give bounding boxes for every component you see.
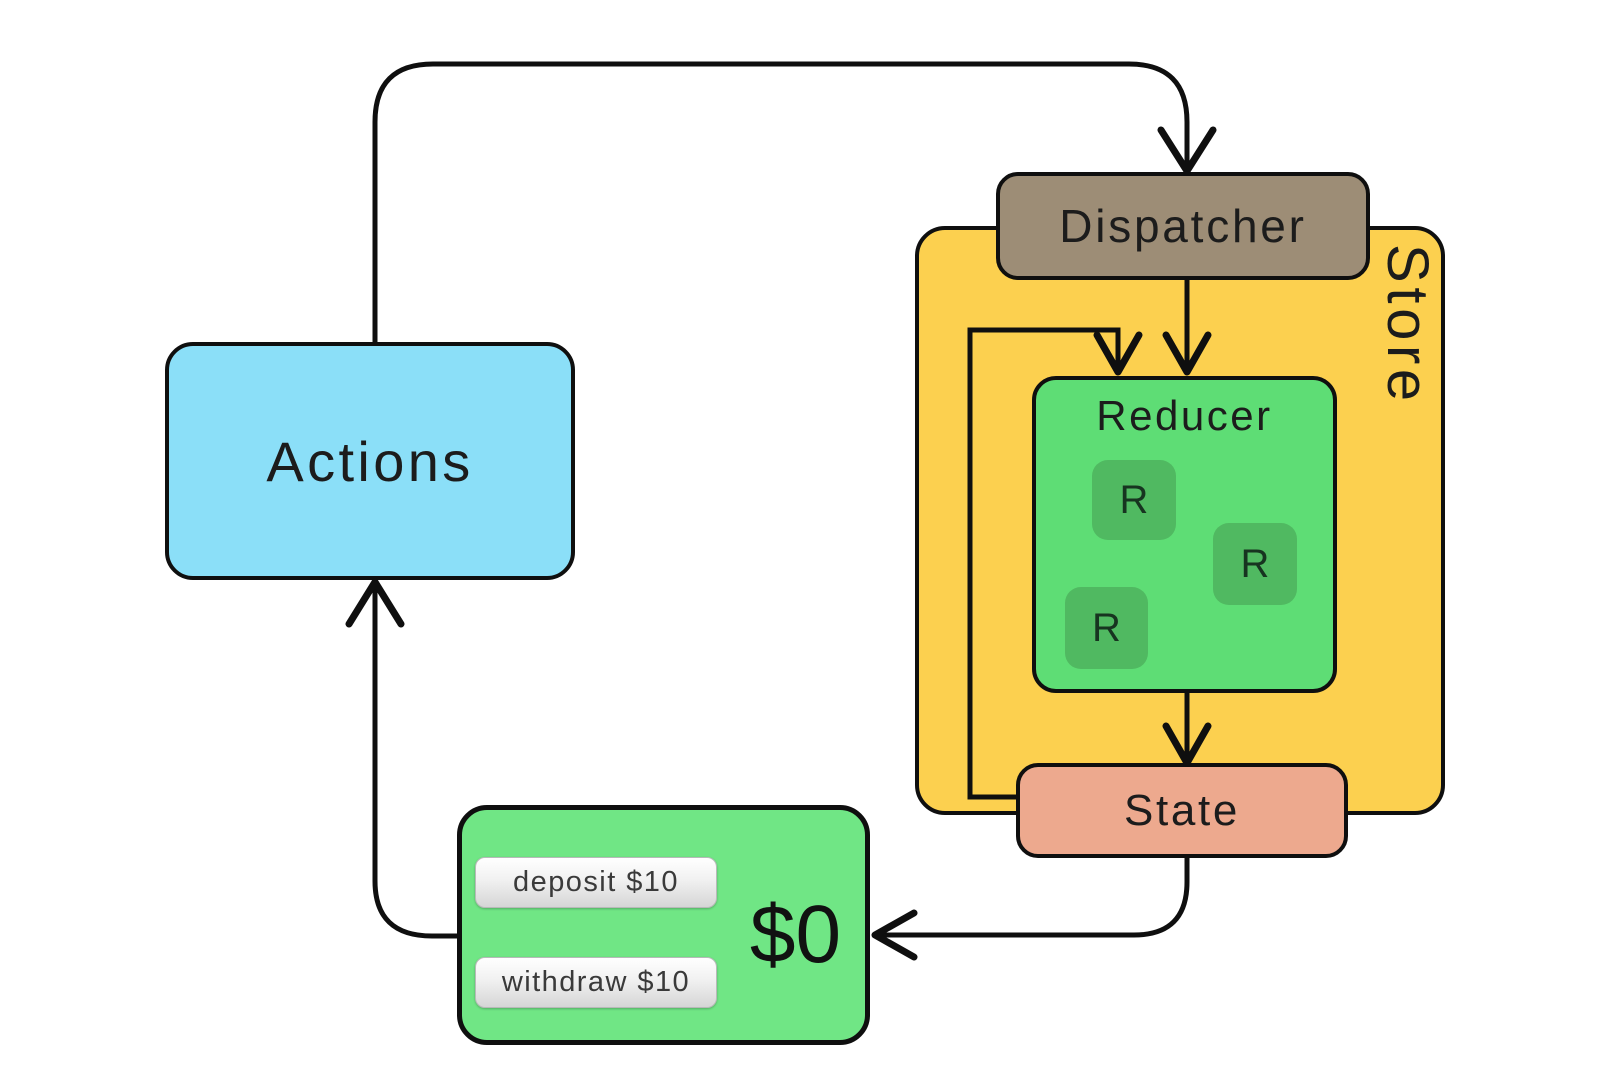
arrow-state-to-view (880, 858, 1190, 938)
state-label: State (1124, 785, 1240, 835)
balance-text: $0 (749, 889, 842, 980)
reducer-chip: R (1213, 523, 1297, 605)
reducer-chip-label: R (1240, 541, 1270, 586)
state-box: State (1016, 763, 1348, 858)
reducer-chip-label: R (1092, 605, 1121, 650)
dispatcher-box: Dispatcher (996, 172, 1370, 280)
arrow-view-to-actions (372, 588, 457, 939)
arrowhead-into-view (871, 909, 918, 961)
arrowhead-into-dispatcher (1157, 126, 1217, 175)
reducer-chip-label: R (1119, 477, 1149, 522)
dispatcher-label: Dispatcher (1059, 200, 1307, 252)
actions-label: Actions (266, 429, 474, 493)
store-label: Store (1375, 244, 1440, 406)
reducer-chip: R (1065, 587, 1148, 669)
withdraw-button[interactable]: withdraw $10 (475, 957, 717, 1008)
reducer-label: Reducer (1096, 392, 1273, 439)
reducer-chip: R (1092, 460, 1176, 540)
withdraw-button-label: withdraw $10 (501, 966, 691, 998)
actions-box: Actions (165, 342, 575, 580)
deposit-button-label: deposit $10 (513, 866, 679, 898)
arrowhead-into-actions (345, 578, 405, 628)
deposit-button[interactable]: deposit $10 (475, 857, 717, 908)
